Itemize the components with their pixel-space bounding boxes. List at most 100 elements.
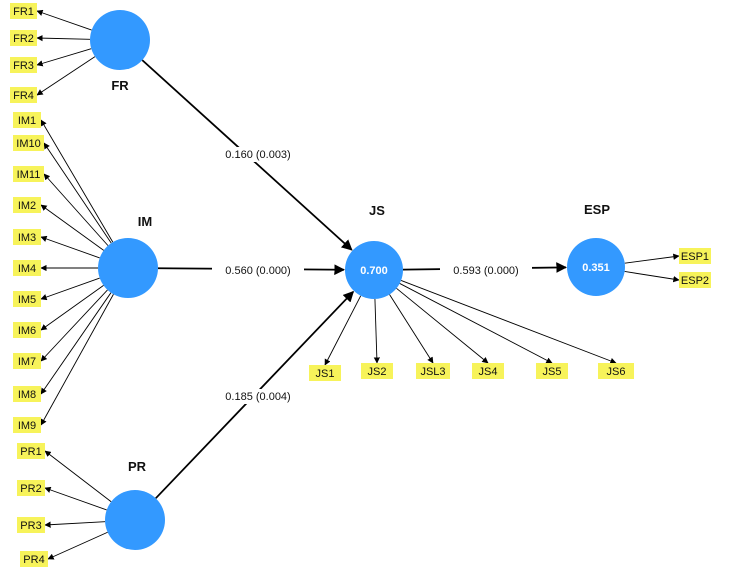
- latent-esp[interactable]: 0.351 ESP: [567, 202, 625, 296]
- loading-arrow-im1: [40, 119, 114, 243]
- indicator-label: IM7: [18, 356, 36, 368]
- nodes-layer: FR1FR2FR3FR4IM1IM10IM11IM2IM3IM4IM5IM6IM…: [10, 3, 711, 567]
- indicator-label: IM1: [18, 115, 36, 127]
- indicator-box: [10, 3, 37, 19]
- loading-arrow-im2: [40, 204, 104, 251]
- indicator-box: [10, 87, 37, 103]
- indicator-esp1[interactable]: ESP1: [679, 248, 711, 264]
- indicator-box: [416, 363, 450, 379]
- latent-name: FR: [111, 78, 129, 93]
- path-label-background: [212, 147, 304, 162]
- indicator-pr3[interactable]: PR3: [17, 517, 45, 533]
- indicator-label: JS6: [607, 366, 626, 378]
- indicator-im3[interactable]: IM3: [13, 229, 41, 245]
- latent-pr[interactable]: PR: [105, 459, 165, 550]
- indicator-im11[interactable]: IM11: [13, 166, 44, 182]
- loading-arrow-pr1: [44, 450, 112, 503]
- loading-arrow-js4: [396, 287, 489, 364]
- indicator-box: [309, 365, 341, 381]
- latent-name: IM: [138, 214, 152, 229]
- indicator-im9[interactable]: IM9: [13, 417, 41, 433]
- indicator-fr2[interactable]: FR2: [10, 30, 37, 46]
- indicator-im2[interactable]: IM2: [13, 197, 41, 213]
- path-coefficient-pr-js: 0.185 (0.004): [225, 391, 290, 403]
- indicator-box: [13, 112, 41, 128]
- indicator-label: PR3: [20, 520, 41, 532]
- indicator-box: [13, 417, 41, 433]
- loading-arrow-pr4: [47, 531, 108, 560]
- indicator-box: [17, 480, 45, 496]
- indicator-im8[interactable]: IM8: [13, 386, 41, 402]
- edges-layer: 0.160 (0.003)0.560 (0.000)0.185 (0.004)0…: [36, 9, 680, 560]
- indicator-jsl3[interactable]: JSL3: [416, 363, 450, 379]
- indicator-im5[interactable]: IM5: [13, 291, 41, 307]
- indicator-label: IM2: [18, 200, 36, 212]
- indicator-pr4[interactable]: PR4: [20, 551, 48, 567]
- loading-arrow-js1: [324, 295, 362, 366]
- indicator-im7[interactable]: IM7: [13, 353, 41, 369]
- loading-arrow-js6: [400, 279, 617, 364]
- latent-fr[interactable]: FR: [90, 10, 150, 93]
- indicator-label: IM9: [18, 420, 36, 432]
- indicator-pr1[interactable]: PR1: [17, 443, 45, 459]
- indicator-label: FR2: [13, 33, 34, 45]
- latent-circle: [105, 490, 165, 550]
- indicator-js6[interactable]: JS6: [598, 363, 634, 379]
- path-label-background: [440, 263, 532, 278]
- indicator-label: IM5: [18, 294, 36, 306]
- indicator-js4[interactable]: JS4: [472, 363, 504, 379]
- indicator-im1[interactable]: IM1: [13, 112, 41, 128]
- indicator-box: [13, 260, 41, 276]
- indicator-im6[interactable]: IM6: [13, 322, 41, 338]
- latent-js[interactable]: 0.700 JS: [345, 203, 403, 299]
- indicator-box: [17, 443, 45, 459]
- indicator-box: [17, 517, 45, 533]
- indicator-box: [361, 363, 393, 379]
- loading-arrow-im11: [43, 173, 109, 246]
- loading-arrow-fr4: [36, 56, 96, 96]
- indicator-fr1[interactable]: FR1: [10, 3, 37, 19]
- indicator-box: [13, 353, 41, 369]
- latent-name: ESP: [584, 202, 610, 217]
- indicator-label: FR3: [13, 60, 34, 72]
- indicator-fr3[interactable]: FR3: [10, 57, 37, 73]
- indicator-box: [20, 551, 48, 567]
- path-coefficient-fr-js: 0.160 (0.003): [225, 149, 290, 161]
- indicator-label: IM6: [18, 325, 36, 337]
- indicator-label: IM11: [17, 169, 41, 181]
- r-squared-value: 0.700: [360, 265, 388, 277]
- loading-arrow-im3: [40, 235, 100, 259]
- indicator-label: JS1: [316, 368, 335, 380]
- r-squared-value: 0.351: [582, 262, 610, 274]
- indicator-label: PR4: [23, 554, 44, 566]
- loading-arrow-esp1: [624, 253, 680, 264]
- loading-arrow-js5: [399, 283, 553, 364]
- latent-im[interactable]: IM: [98, 214, 158, 298]
- indicator-box: [13, 135, 44, 151]
- loading-arrow-im10: [43, 142, 112, 244]
- indicator-box: [13, 291, 41, 307]
- indicator-box: [472, 363, 504, 379]
- loading-arrow-esp2: [624, 271, 680, 283]
- indicator-im10[interactable]: IM10: [13, 135, 44, 151]
- indicator-box: [679, 272, 711, 288]
- indicator-label: FR1: [13, 6, 34, 18]
- indicator-label: IM4: [18, 263, 36, 275]
- indicator-label: PR2: [20, 483, 41, 495]
- indicator-js1[interactable]: JS1: [309, 365, 341, 381]
- indicator-js2[interactable]: JS2: [361, 363, 393, 379]
- loading-arrow-jsl3: [389, 294, 434, 364]
- indicator-js5[interactable]: JS5: [536, 363, 568, 379]
- indicator-box: [13, 166, 44, 182]
- latent-name: JS: [369, 203, 385, 218]
- indicator-label: IM10: [16, 138, 40, 150]
- indicator-esp2[interactable]: ESP2: [679, 272, 711, 288]
- loading-arrow-fr3: [36, 48, 92, 67]
- indicator-im4[interactable]: IM4: [13, 260, 41, 276]
- latent-circle: [345, 241, 403, 299]
- loading-arrow-im8: [40, 292, 112, 395]
- indicator-pr2[interactable]: PR2: [17, 480, 45, 496]
- latent-circle: [567, 238, 625, 296]
- indicator-fr4[interactable]: FR4: [10, 87, 37, 103]
